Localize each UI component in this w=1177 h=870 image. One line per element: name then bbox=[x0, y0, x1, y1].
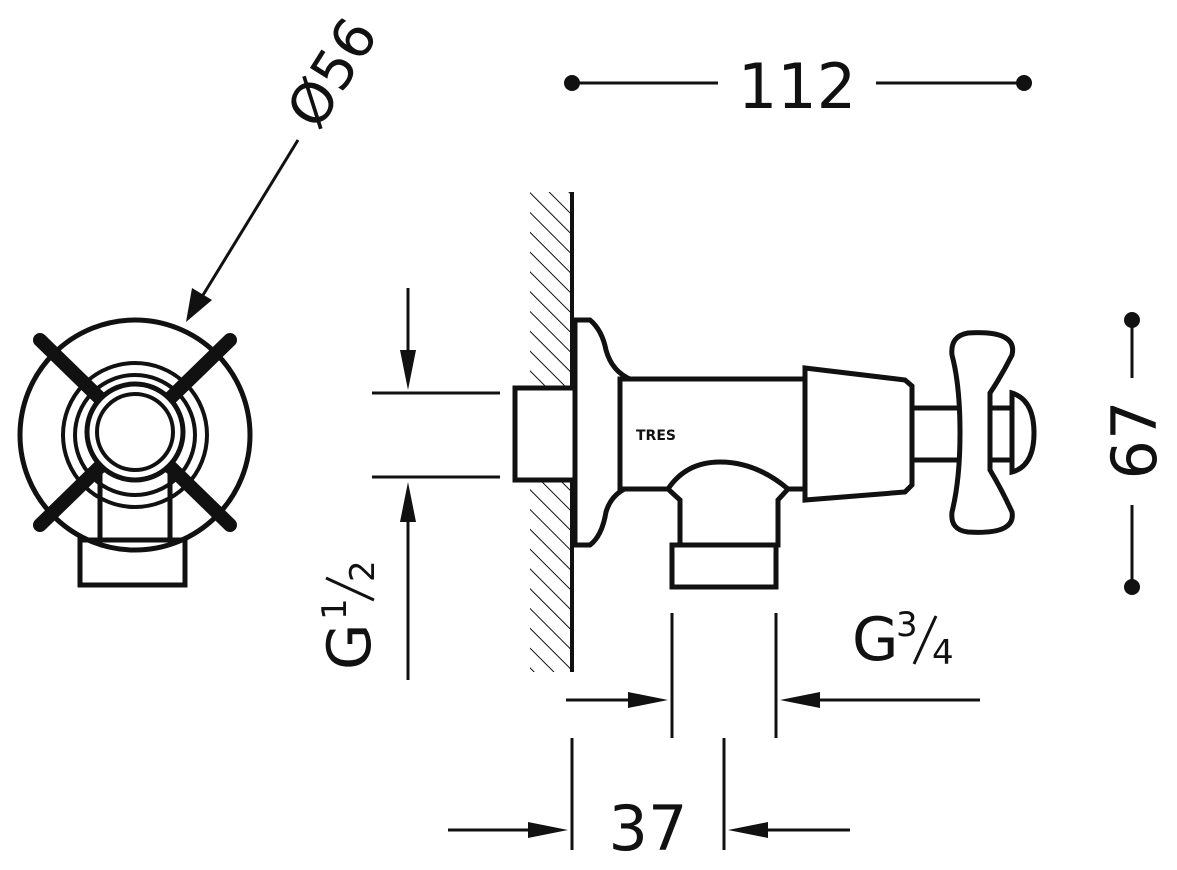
handle-cap bbox=[1009, 389, 1037, 476]
diameter-leader-line bbox=[198, 139, 300, 301]
overall-length-label: 112 bbox=[738, 50, 856, 123]
valve-bonnet bbox=[802, 365, 915, 503]
overall-height-label: 67 bbox=[1098, 401, 1171, 480]
overall-height-dimension: 67 bbox=[1098, 312, 1171, 595]
inlet-stub bbox=[512, 385, 580, 483]
inlet-thread-denominator: 2 bbox=[343, 560, 383, 582]
inlet-offset-dimension: 37 bbox=[448, 738, 850, 865]
front-view: Ø56 bbox=[17, 7, 391, 588]
outlet-thread-dimension: G 3 4 bbox=[566, 605, 980, 738]
diameter-leader-arrow bbox=[186, 288, 212, 322]
outlet-thread-prefix: G bbox=[852, 605, 899, 675]
diameter-label: Ø56 bbox=[275, 7, 391, 139]
inlet-thread-numerator: 1 bbox=[315, 598, 355, 620]
overall-length-dimension: 112 bbox=[564, 50, 1032, 123]
handle-hub-inner bbox=[95, 392, 175, 472]
front-view-outlet-nut bbox=[77, 537, 188, 588]
outlet-nut bbox=[669, 542, 779, 590]
front-view-rosette-outer bbox=[17, 317, 253, 553]
brand-mark: TRES bbox=[636, 428, 676, 444]
front-view-rosette-ring bbox=[61, 361, 209, 509]
outlet-thread-numerator: 3 bbox=[896, 605, 918, 645]
side-view: TRES bbox=[512, 192, 1037, 672]
outlet-thread-denominator: 4 bbox=[932, 633, 954, 673]
front-view-rosette-inner bbox=[73, 373, 197, 497]
inlet-thread-prefix: G bbox=[315, 624, 385, 671]
inlet-offset-label: 37 bbox=[609, 792, 688, 865]
inlet-thread-dimension: G 1 2 bbox=[315, 288, 500, 680]
outlet-neck bbox=[664, 459, 792, 548]
handle-profile bbox=[949, 330, 1016, 535]
